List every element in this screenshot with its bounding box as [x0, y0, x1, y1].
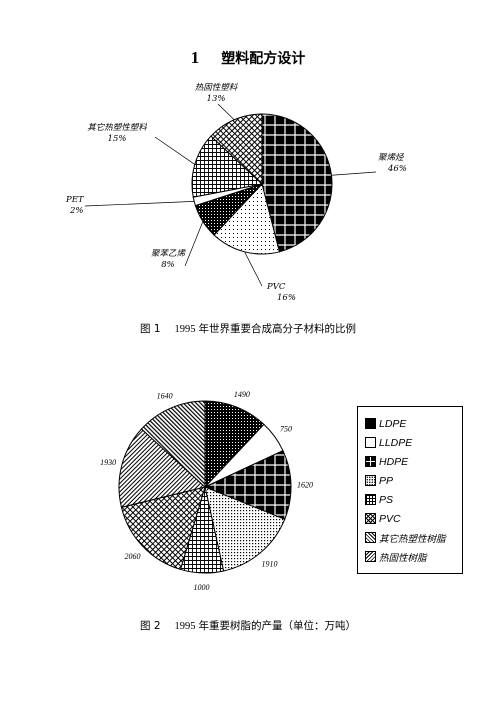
legend-swatch-6 — [365, 513, 376, 524]
legend-item: 其它热塑性树脂 — [365, 528, 462, 547]
chapter-title: 塑料配方设计 — [221, 51, 306, 67]
figure1-year: 1995 — [174, 324, 196, 335]
legend-swatch-7 — [365, 532, 376, 543]
chart1-slice-2 — [213, 182, 281, 255]
legend-swatch-5 — [365, 494, 376, 505]
chart1-leader-2 — [244, 251, 263, 287]
chart1-value-label-3: 8% — [161, 260, 175, 270]
legend-label-1: LDPE — [379, 417, 407, 430]
chart1-category-label-3: 聚苯乙烯 — [151, 248, 187, 259]
chart2-slice-8 — [140, 400, 206, 489]
chart2-legend: LDPE LLDPE HDPE PP PS PVC 其它热塑性树脂热固性树脂 — [357, 406, 463, 574]
legend-swatch-2 — [365, 437, 376, 448]
figure2-caption-text: 年重要树脂的产量（单位：万吨） — [198, 620, 357, 632]
legend-item: PS — [365, 490, 462, 509]
legend-label-3: HDPE — [379, 455, 409, 468]
chart2-value-label-1: 1490 — [234, 390, 250, 399]
figure2-year: 1995 — [174, 621, 196, 632]
figure2-number: 图 2 — [139, 620, 161, 632]
legend-item: LDPE — [365, 414, 462, 433]
chart1-leader-5 — [154, 136, 195, 165]
legend-swatch-4 — [365, 475, 376, 486]
chapter-number: 1 — [190, 48, 200, 67]
chart2-value-label-8: 1640 — [157, 392, 173, 401]
chart1-leader-4 — [84, 201, 195, 207]
legend-item: PVC — [365, 509, 462, 528]
pie-chart-2: 1490 750 1620 1910 1000 2060 1930 1640 — [100, 390, 313, 592]
legend-swatch-8 — [365, 551, 376, 562]
chart2-slice-4 — [204, 486, 286, 572]
chart1-slice-6 — [210, 113, 263, 186]
legend-label-8: 热固性树脂 — [379, 552, 427, 564]
chart2-slice-1 — [204, 400, 265, 489]
legend-item: HDPE — [365, 452, 462, 471]
chart1-category-label-2: PVC — [266, 282, 286, 292]
chart2-slice-6 — [120, 486, 206, 571]
legend-label-2: LLDPE — [379, 436, 413, 449]
figure1-caption-text: 年世界重要合成高分子材料的比例 — [198, 323, 357, 335]
chart1-value-label-5: 15% — [108, 134, 127, 144]
chart1-category-label-6: 热固性塑料 — [195, 82, 238, 93]
chart2-slice-7 — [118, 428, 207, 508]
chart1-value-label-6: 13% — [207, 94, 226, 104]
chart1-category-label-4: PET — [65, 195, 85, 205]
chart1-category-label-5: 其它热塑性塑料 — [87, 122, 147, 133]
legend-label-7: 其它热塑性树脂 — [379, 533, 446, 545]
legend-label-5: PS — [379, 493, 394, 506]
chart2-slice-3 — [203, 450, 292, 520]
chart2-value-label-6: 2060 — [125, 552, 141, 561]
legend-label-6: PVC — [379, 512, 401, 525]
legend-swatch-3 — [365, 456, 376, 467]
chart1-leader-6 — [217, 103, 235, 121]
legend-item: PP — [365, 471, 462, 490]
chart1-leader-3 — [184, 221, 204, 267]
legend-label-4: PP — [379, 474, 394, 487]
figure1-number: 图 1 — [139, 323, 161, 335]
chart2-value-label-5: 1000 — [193, 583, 209, 592]
legend-item: 热固性树脂 — [365, 547, 462, 566]
chart1-leader-1 — [331, 171, 377, 176]
chart2-value-label-2: 750 — [280, 424, 292, 433]
legend-swatch-1 — [365, 418, 376, 429]
page-heading: 1 塑料配方设计 — [0, 48, 496, 68]
chart1-slice-5 — [191, 135, 264, 198]
chart1-value-label-2: 16% — [277, 293, 296, 303]
chart2-value-label-4: 1910 — [262, 559, 278, 568]
chart1-value-label-4: 2% — [69, 206, 84, 216]
chart1-category-label-1: 聚烯烃 — [378, 152, 405, 163]
chart2-value-label-3: 1620 — [297, 480, 313, 489]
legend-item: LLDPE — [365, 433, 462, 452]
chart2-value-label-7: 1930 — [100, 458, 116, 467]
chart1-value-label-1: 46% — [387, 164, 407, 174]
